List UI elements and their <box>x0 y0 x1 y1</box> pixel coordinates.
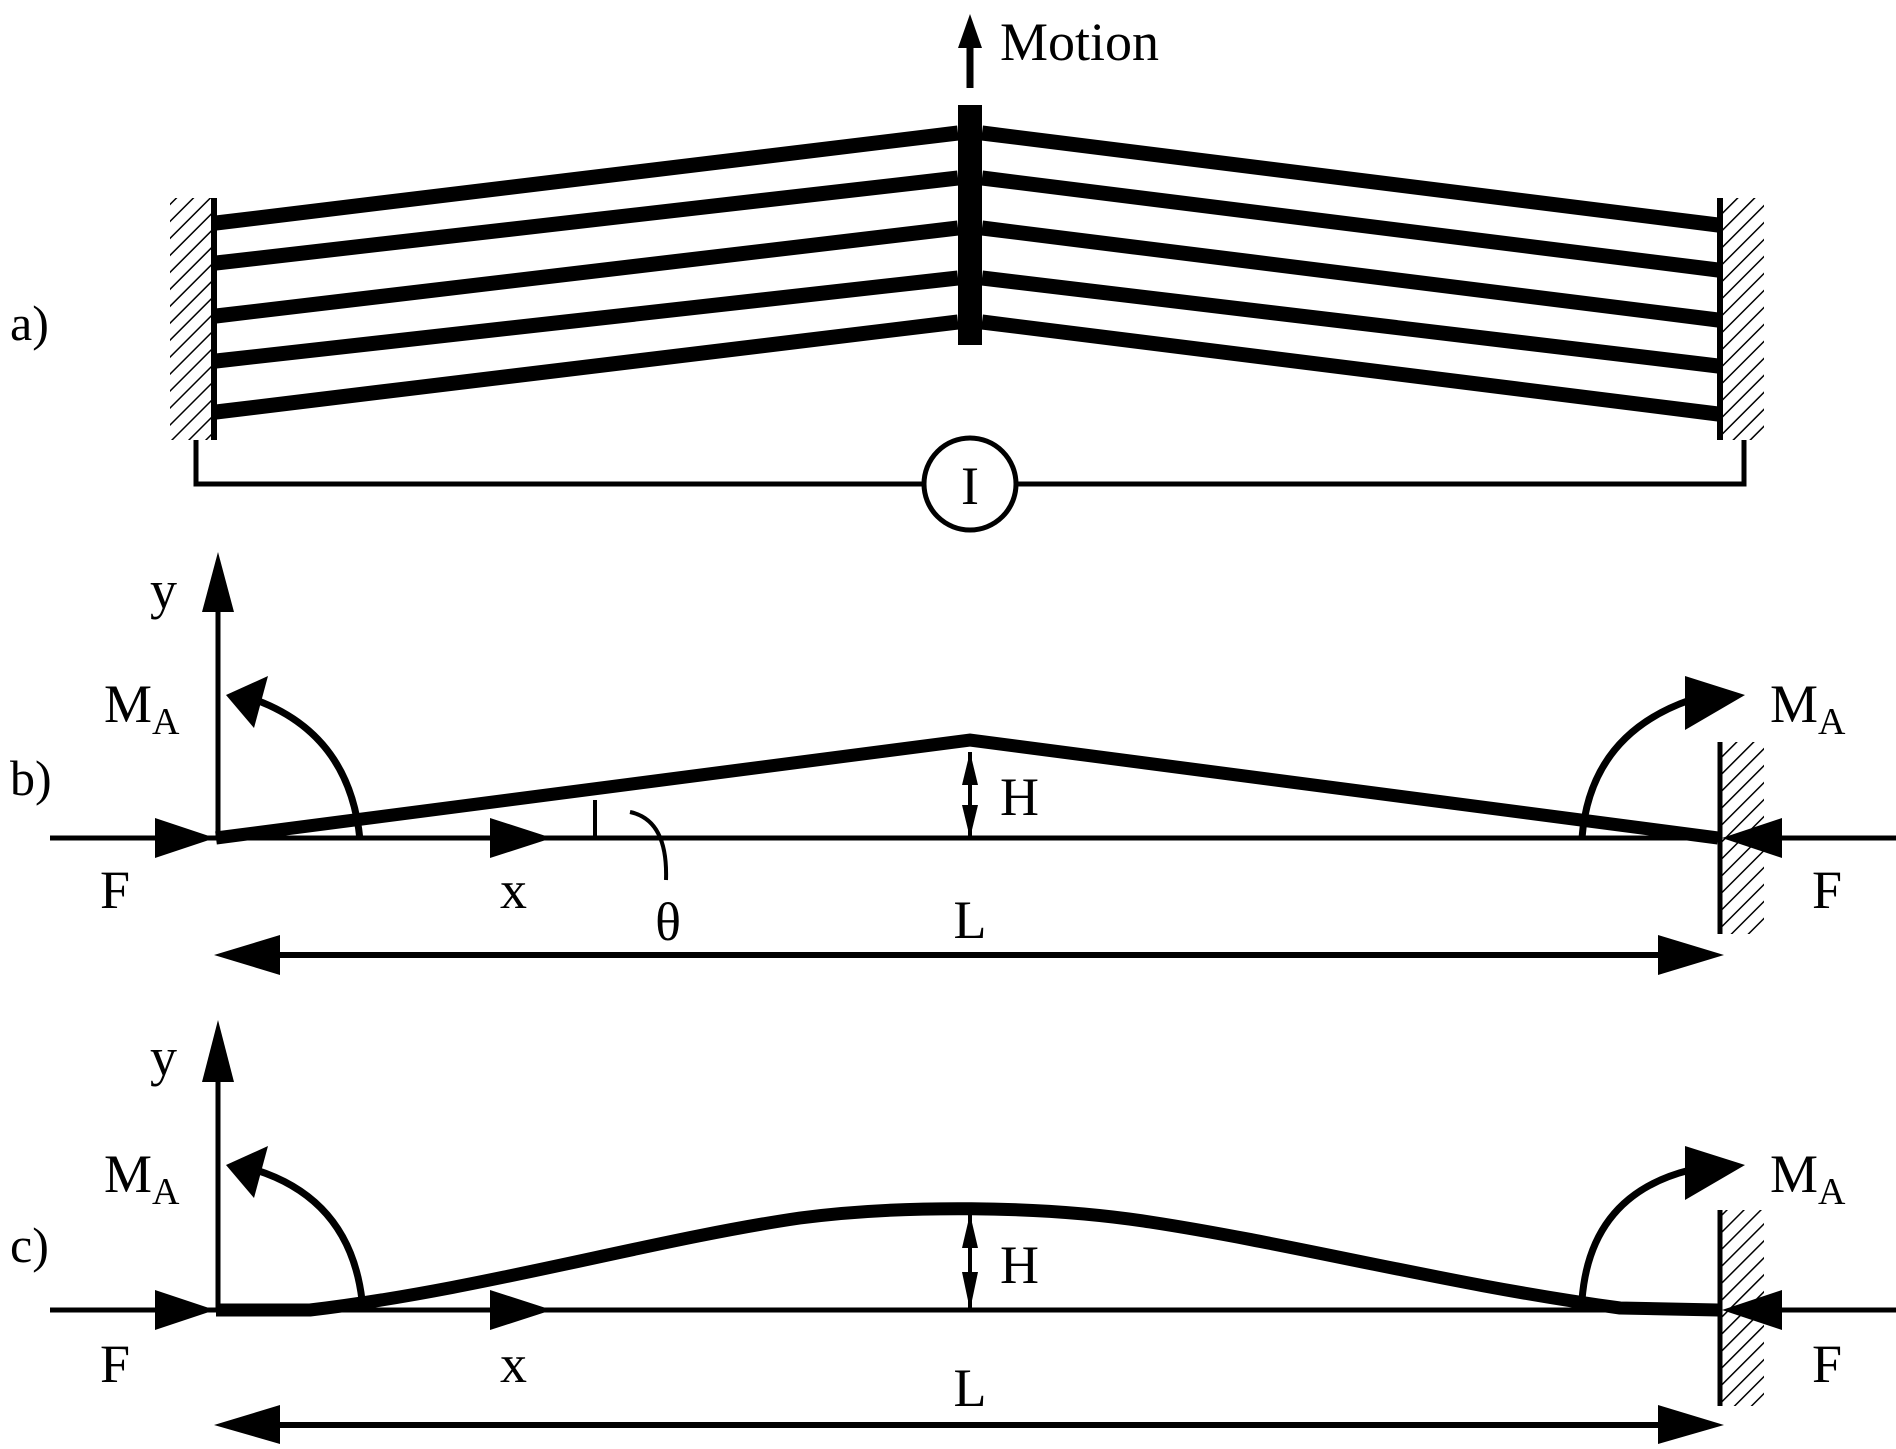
height-label-c: H <box>1000 1235 1039 1295</box>
beam-right-1 <box>981 125 1719 233</box>
moment-subscript-left-b: A <box>152 701 180 743</box>
length-arrow-right-b <box>1658 935 1724 975</box>
panel-a: a) Motion I <box>10 12 1764 533</box>
moment-subscript-right-b: A <box>1818 701 1846 743</box>
length-arrow-left-c <box>214 1405 280 1444</box>
height-arrow-bottom-b <box>962 805 978 838</box>
y-axis-arrow-b <box>202 552 234 612</box>
length-arrow-right-c <box>1658 1405 1724 1444</box>
beam-left-4 <box>215 270 959 369</box>
length-label-b: L <box>954 890 987 950</box>
x-axis-arrow-c <box>490 1290 552 1330</box>
current-source-circle <box>921 435 1019 533</box>
height-arrow-bottom-c <box>962 1272 978 1310</box>
motion-arrow-head <box>958 14 982 48</box>
moment-symbol-left-b: M <box>104 674 152 734</box>
moment-arrowhead-left-b <box>226 676 268 728</box>
force-arrow-right-c <box>1722 1290 1782 1330</box>
force-arrow-left-b <box>155 818 215 858</box>
x-axis-arrow-b <box>490 818 552 858</box>
deflected-beam-c <box>216 1202 1719 1317</box>
beam-right-3 <box>981 220 1719 328</box>
moment-arrowhead-right-b <box>1685 676 1745 730</box>
y-axis-arrow-c <box>202 1020 234 1082</box>
moment-arrowhead-right-c <box>1685 1146 1745 1200</box>
moment-arrowhead-left-c <box>226 1146 268 1198</box>
moment-symbol-right-c: M <box>1770 1144 1818 1204</box>
moment-arc-left-c <box>254 1166 366 1301</box>
height-arrow-top-b <box>962 752 978 785</box>
moment-label-left-c: MA <box>104 1144 180 1213</box>
panel-b-label: b) <box>10 750 52 806</box>
moment-subscript-right-c: A <box>1818 1171 1846 1213</box>
circuit-wire-right <box>1016 440 1747 487</box>
force-arrow-right-b <box>1722 818 1782 858</box>
force-label-right-c: F <box>1812 1334 1842 1394</box>
right-beam-stack <box>981 125 1719 422</box>
left-beam-stack <box>215 125 959 420</box>
angle-label-b: θ <box>655 892 681 952</box>
force-label-left-c: F <box>100 1334 130 1394</box>
angle-leader-b <box>629 810 669 881</box>
beam-left-3 <box>215 220 959 324</box>
height-label-b: H <box>1000 767 1039 827</box>
circuit-wire-left <box>193 440 924 487</box>
central-shuttle <box>958 105 982 345</box>
beam-right-5 <box>981 314 1719 422</box>
moment-arc-right-b <box>1578 696 1692 839</box>
moment-arc-right-c <box>1578 1166 1691 1301</box>
beam-left-1 <box>215 125 959 231</box>
left-fixed-wall-a <box>170 198 212 440</box>
length-arrow-left-b <box>214 935 280 975</box>
x-axis-label-c: x <box>500 1334 527 1394</box>
panel-c: c) y x H F F MA MA <box>10 1020 1896 1444</box>
beam-right-2 <box>981 170 1719 278</box>
right-fixed-wall-a <box>1722 198 1764 440</box>
moment-subscript-left-c: A <box>152 1171 180 1213</box>
moment-label-left-b: MA <box>104 674 180 743</box>
y-axis-label-b: y <box>150 560 177 620</box>
panel-c-label: c) <box>10 1217 49 1273</box>
current-source-label: I <box>961 456 979 516</box>
beam-right-4 <box>981 270 1719 374</box>
force-label-left-b: F <box>100 860 130 920</box>
force-label-right-b: F <box>1812 860 1842 920</box>
y-axis-label-c: y <box>150 1027 177 1087</box>
x-axis-label-b: x <box>500 860 527 920</box>
panel-a-label: a) <box>10 295 49 351</box>
deflected-beam-b <box>215 733 1719 845</box>
moment-label-right-c: MA <box>1770 1144 1846 1213</box>
length-label-c: L <box>954 1358 987 1418</box>
moment-symbol-right-b: M <box>1770 674 1818 734</box>
motion-label: Motion <box>1000 12 1159 72</box>
beam-left-5 <box>215 314 959 420</box>
panel-b: b) y x θ H F F MA <box>10 552 1896 975</box>
height-arrow-top-c <box>962 1214 978 1248</box>
force-arrow-left-c <box>155 1290 215 1330</box>
beam-left-2 <box>215 170 959 271</box>
moment-label-right-b: MA <box>1770 674 1846 743</box>
moment-arc-left-b <box>254 696 364 841</box>
moment-symbol-left-c: M <box>104 1144 152 1204</box>
